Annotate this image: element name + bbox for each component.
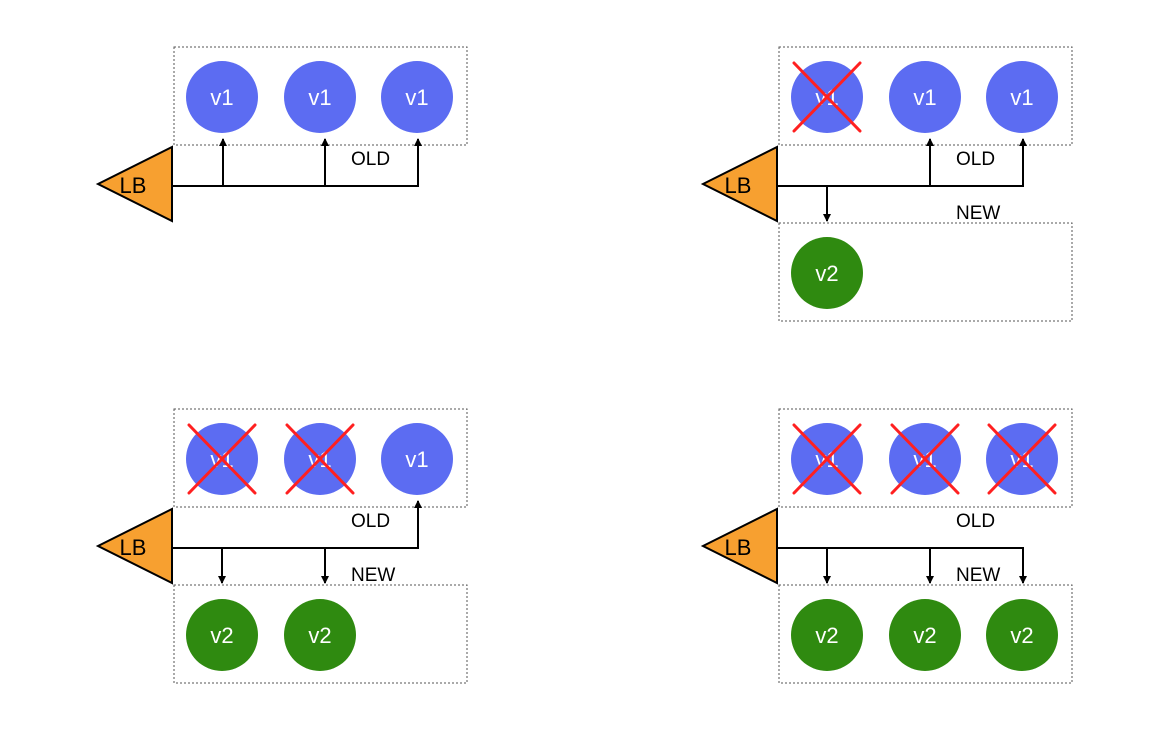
node-label: v1 — [308, 85, 331, 110]
new-group-box — [778, 584, 1073, 684]
node-v2 — [791, 599, 863, 671]
cross-stroke — [792, 423, 862, 495]
triangle-lb-icon — [700, 507, 778, 585]
old-group-box — [173, 408, 468, 508]
node-label: v2 — [210, 623, 233, 648]
triangle-lb-icon — [700, 145, 778, 223]
new-group-label: NEW — [351, 565, 395, 586]
old-group-label: OLD — [956, 511, 995, 532]
lb-label: LB — [120, 535, 147, 560]
red-x-icon — [187, 423, 257, 495]
old-group-box — [778, 408, 1073, 508]
node-label: v1 — [405, 85, 428, 110]
red-x-icon — [987, 423, 1057, 495]
new-group-box — [173, 584, 468, 684]
node-v2 — [986, 599, 1058, 671]
old-group-label: OLD — [351, 511, 390, 532]
triangle-lb-icon — [95, 507, 173, 585]
cross-stroke — [792, 61, 862, 133]
old-group-label: OLD — [956, 149, 995, 170]
panel-4: v1v1v1NEWv2v2v2OLDLB — [700, 408, 1073, 684]
cross-stroke — [987, 423, 1057, 495]
node-label: v1 — [1010, 85, 1033, 110]
red-x-icon — [285, 423, 355, 495]
cross-stroke — [285, 423, 355, 495]
node-label: v2 — [308, 623, 331, 648]
node-v1 — [284, 61, 356, 133]
panel-3: v1v1v1NEWv2v2OLDLB — [95, 408, 468, 684]
node-v2 — [284, 599, 356, 671]
old-group-box — [778, 46, 1073, 146]
cross-stroke — [187, 423, 257, 495]
node-v1 — [889, 61, 961, 133]
lb-label: LB — [725, 535, 752, 560]
node-v1 — [381, 61, 453, 133]
node-v1 — [381, 423, 453, 495]
node-v1 — [186, 61, 258, 133]
lb-label: LB — [120, 173, 147, 198]
node-v2 — [791, 237, 863, 309]
triangle-lb-icon — [95, 145, 173, 223]
node-label: v2 — [913, 623, 936, 648]
panel-2: v1v1v1NEWv2OLDLB — [700, 46, 1073, 322]
node-label: v2 — [1010, 623, 1033, 648]
node-v1 — [986, 61, 1058, 133]
red-x-icon — [890, 423, 960, 495]
old-group-box — [173, 46, 468, 146]
node-v2 — [186, 599, 258, 671]
red-x-icon — [792, 61, 862, 133]
node-label: v2 — [815, 261, 838, 286]
lb-label: LB — [725, 173, 752, 198]
new-group-label: NEW — [956, 565, 1000, 586]
node-label: v1 — [405, 447, 428, 472]
node-label: v1 — [210, 85, 233, 110]
cross-stroke — [890, 423, 960, 495]
node-label: v2 — [815, 623, 838, 648]
node-label: v1 — [913, 85, 936, 110]
new-group-label: NEW — [956, 203, 1000, 224]
node-v2 — [889, 599, 961, 671]
old-group-label: OLD — [351, 149, 390, 170]
new-group-box — [778, 222, 1073, 322]
red-x-icon — [792, 423, 862, 495]
